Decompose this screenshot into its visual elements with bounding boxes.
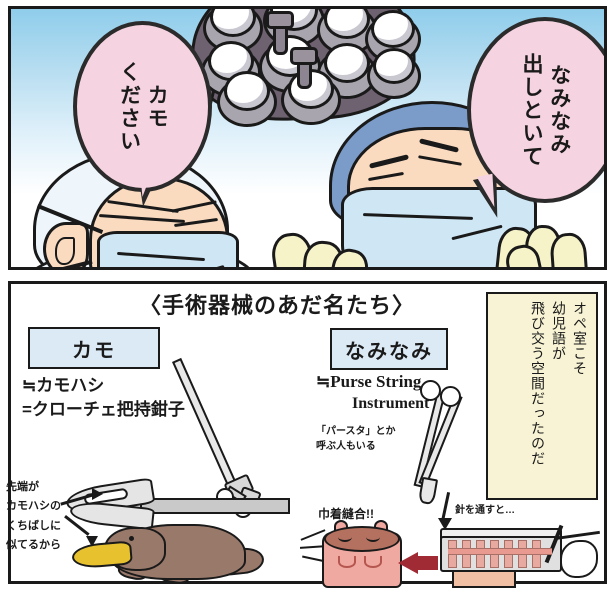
result-arrow-head [398, 552, 418, 574]
annotation-arrow-head [92, 488, 103, 500]
needle-note: 針を通すと… [455, 505, 515, 516]
lamp-bulb-icon [324, 43, 370, 83]
label-box-kamo: カモ [28, 327, 160, 369]
speech-bubble-right-text: なみなみ 出しといて [520, 52, 572, 168]
lamp-bulb-icon [224, 71, 270, 111]
suture-thread-icon [560, 540, 598, 578]
needle-icon [448, 548, 552, 555]
tissue-eye [366, 532, 380, 542]
purse-string-suture-note: 巾着縫合!! [318, 507, 374, 521]
naminami-annotation: 「パースタ」とか 呼ぶ人もいる [316, 426, 396, 452]
speech-bubble-right: なみなみ 出しといて [467, 17, 604, 203]
naminami-equivalence-1: ≒Purse String [316, 372, 422, 391]
lamp-bulb-icon [373, 48, 415, 84]
diagram-title: 〈手術器械のあだ名たち〉 [138, 293, 415, 318]
lamp-bulb-icon [208, 41, 254, 81]
narration-line-1: オペ室こそ [572, 301, 588, 376]
speech-bubble-left-text: カモ ください [117, 60, 170, 153]
tissue-mouth [338, 556, 356, 568]
label-box-naminami: なみなみ [330, 328, 448, 370]
narration-line-2: 幼児語が [551, 301, 567, 361]
tissue-mouth [364, 556, 382, 568]
naminami-equivalence-2: Instrument [352, 395, 430, 412]
glove-icon [549, 231, 589, 267]
result-arrow-shaft [416, 556, 438, 570]
left-surgeon-ear [43, 222, 89, 267]
tissue-eye [338, 532, 352, 542]
comic-panel-top: カモ ください なみなみ 出しといて [8, 6, 607, 270]
narration-box: オペ室こそ 幼児語が 飛び交う空間だったのだ [486, 292, 598, 500]
flow-arrow-head [438, 518, 452, 530]
platypus-eye [129, 536, 134, 541]
lamp-handle-cap-icon [290, 47, 318, 65]
lamp-handle-cap-icon [266, 11, 294, 29]
kamo-equivalence-2: =クローチェ把持鉗子 [22, 400, 185, 419]
narration-line-3: 飛び交う空間だったのだ [530, 301, 546, 466]
lamp-bulb-icon [371, 10, 415, 48]
sutured-tissue-top-icon [324, 526, 400, 552]
kamo-equivalence-1: ≒カモハシ [22, 376, 105, 395]
annotation-arrow-head [86, 536, 98, 547]
left-surgeon-ear-inner [55, 237, 75, 265]
speech-bubble-left: カモ ください [73, 21, 212, 192]
kamo-annotation: 先端が カモハシの くちばしに 似てるから [6, 481, 61, 551]
left-surgeon-mask [97, 231, 239, 267]
purse-string-instrument-ring-icon [420, 380, 441, 401]
purse-string-instrument-ring-icon [440, 386, 461, 407]
forceps-shaft-closeup-icon [140, 498, 290, 514]
